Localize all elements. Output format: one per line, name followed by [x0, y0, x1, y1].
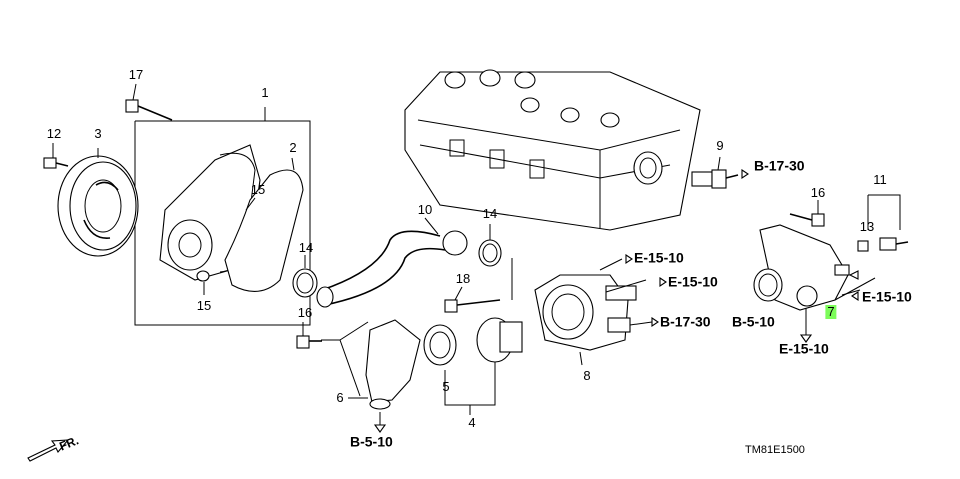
part-number-18: 18 — [455, 271, 471, 286]
part-number-13: 13 — [859, 219, 875, 234]
part-number-2: 2 — [289, 140, 297, 155]
part-number-11: 11 — [873, 172, 887, 187]
part-number-12: 12 — [46, 126, 62, 141]
part-number-14b: 14 — [298, 240, 314, 255]
bolt-18 — [444, 299, 501, 313]
part-number-6: 6 — [336, 390, 344, 405]
part-number-10: 10 — [417, 202, 433, 217]
part-number-17: 17 — [128, 67, 144, 82]
bolt-12 — [43, 157, 69, 169]
part-number-16b: 16 — [810, 185, 826, 200]
sensor-9 — [691, 169, 739, 189]
ref-b-5-10-right: B-5-10 — [732, 313, 775, 330]
pulley — [57, 155, 139, 257]
sensor-11 — [879, 237, 909, 251]
part-number-16a: 16 — [297, 305, 313, 320]
front-arrow — [27, 439, 70, 462]
part-number-7[interactable]: 7 — [825, 304, 837, 319]
part-number-15b: 15 — [196, 298, 212, 313]
thermostat-housing — [534, 274, 637, 351]
water-passage-7 — [753, 224, 850, 311]
part-number-4: 4 — [468, 415, 476, 430]
bolt-17 — [125, 99, 173, 121]
ref-e-15-10-middle: E-15-10 — [668, 273, 718, 290]
nut-13 — [857, 240, 869, 252]
bolt-16b — [789, 213, 825, 227]
gasket-2 — [224, 169, 304, 292]
ref-e-15-10-bottom: E-15-10 — [779, 340, 829, 357]
ref-b-17-30-housing: B-17-30 — [660, 313, 711, 330]
hose-10 — [316, 230, 468, 308]
drawing-code: TM81E1500 — [745, 444, 805, 456]
ref-b-5-10-outlet: B-5-10 — [350, 433, 393, 450]
part-number-9: 9 — [716, 138, 724, 153]
thermostat-4 — [476, 317, 523, 363]
ref-b-17-30-sensor: B-17-30 — [754, 157, 805, 174]
part-number-14a: 14 — [482, 206, 498, 221]
gasket-5 — [423, 324, 457, 366]
part-number-3: 3 — [94, 126, 102, 141]
ref-e-15-10-upper: E-15-10 — [634, 249, 684, 266]
cylinder-head — [404, 69, 701, 231]
part-number-1: 1 — [261, 85, 269, 100]
water-outlet-6 — [365, 319, 421, 410]
bolt-16a — [296, 335, 322, 349]
part-number-5: 5 — [442, 379, 450, 394]
ref-e-15-10-right: E-15-10 — [862, 288, 912, 305]
part-number-8: 8 — [583, 368, 591, 383]
part-number-15a: 15 — [250, 182, 266, 197]
